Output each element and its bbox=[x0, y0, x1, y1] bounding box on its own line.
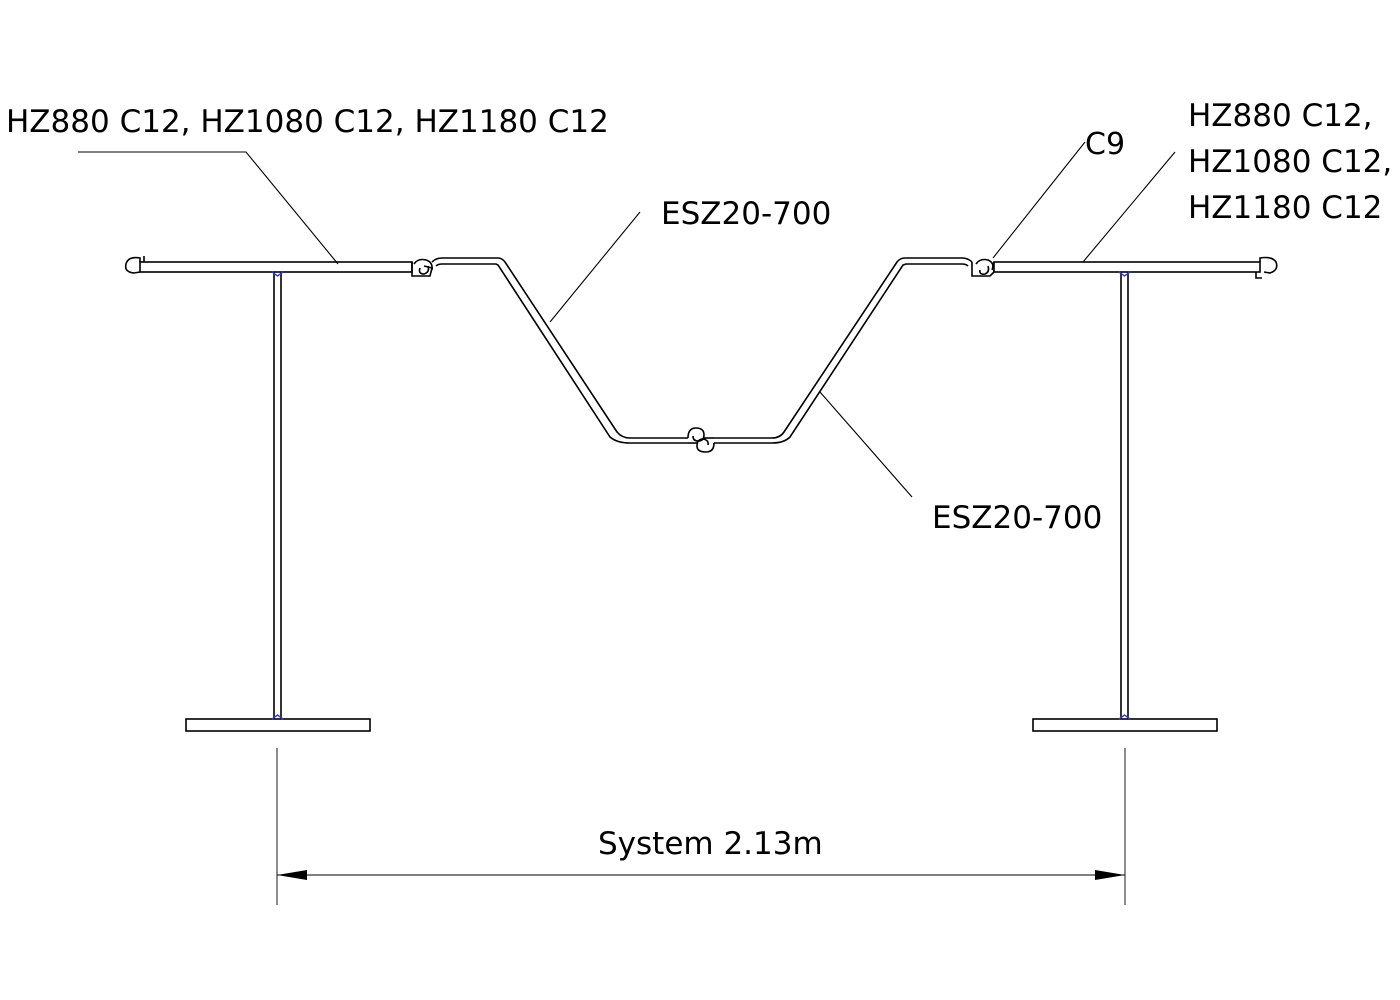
right-z-pile-inner bbox=[714, 263, 969, 444]
right-king-pile bbox=[993, 256, 1278, 732]
left-c9-connector bbox=[411, 258, 433, 277]
right-king-pile-label: HZ880 C12, HZ1080 C12, HZ1180 C12 bbox=[1188, 93, 1392, 231]
leader-esz-top bbox=[549, 211, 641, 323]
right-top-flange bbox=[993, 261, 1261, 273]
right-z-pile-outer bbox=[714, 257, 973, 439]
leader-lines bbox=[78, 141, 1176, 498]
left-z-pile-inner bbox=[435, 263, 688, 444]
right-king-pile-label-line: HZ1180 C12 bbox=[1188, 190, 1383, 226]
intermediate-pile-label-bottom: ESZ20-700 bbox=[932, 500, 1103, 536]
left-z-pile-outer bbox=[431, 257, 688, 439]
left-bottom-flange bbox=[185, 718, 371, 732]
leader-esz-bottom bbox=[819, 391, 913, 498]
connector-label: C9 bbox=[1085, 127, 1126, 162]
right-c9-connector bbox=[971, 258, 995, 277]
intermediate-sheet-piles bbox=[431, 257, 973, 453]
leader-left-king-pile bbox=[78, 151, 339, 265]
system-dimension bbox=[276, 748, 1126, 905]
right-end-hook bbox=[1259, 256, 1278, 274]
left-top-flange bbox=[139, 261, 413, 273]
middle-interlock bbox=[687, 427, 705, 442]
leader-c9 bbox=[992, 141, 1086, 259]
left-king-pile bbox=[124, 256, 413, 732]
left-end-hook bbox=[124, 256, 141, 274]
right-king-pile-label-line: HZ1080 C12, bbox=[1188, 144, 1393, 180]
right-bottom-flange bbox=[1032, 718, 1218, 732]
left-king-pile-label: HZ880 C12, HZ1080 C12, HZ1180 C12 bbox=[6, 104, 609, 140]
leader-right-king-pile bbox=[1082, 151, 1176, 263]
intermediate-pile-label-top: ESZ20-700 bbox=[661, 196, 832, 232]
system-width-label: System 2.13m bbox=[598, 826, 823, 862]
right-king-pile-label-line: HZ880 C12, bbox=[1188, 98, 1373, 134]
